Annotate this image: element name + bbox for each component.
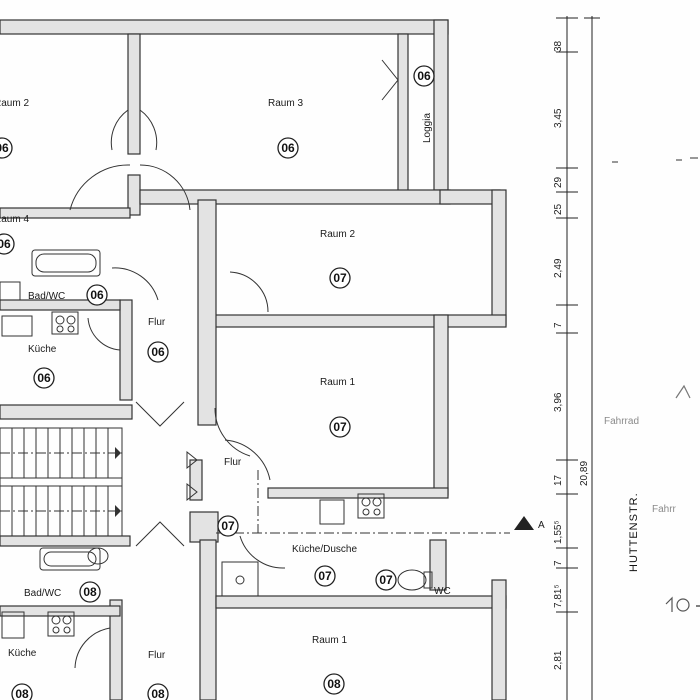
room-number-kueche-top: 06 [37, 371, 51, 385]
dimension-label: 17 [553, 474, 564, 486]
room-number-flur-top: 06 [151, 345, 165, 359]
section-marker-icon [514, 516, 534, 530]
staircase [0, 427, 198, 537]
street-label: HUTTENSTR. [628, 492, 640, 572]
dimension-total: 20,89 [579, 461, 590, 486]
section-line: A [216, 470, 545, 534]
room-labels: Raum 2 06 Raum 3 06 06 Loggia Raum 4 06 … [0, 65, 451, 700]
room-number-kueche-dusche: 07 [318, 569, 332, 583]
room-number-raum1-bottom: 08 [327, 677, 341, 691]
room-label-kueche-top: Küche [28, 344, 57, 355]
room-label-raum4: Raum 4 [0, 214, 29, 225]
room-label-kueche-bottom: Küche [8, 648, 37, 659]
room-label-loggia: Loggia [422, 113, 433, 143]
room-number-badwc-bottom: 08 [83, 585, 97, 599]
dimension-label: 7 [553, 322, 564, 328]
dimension-label: 25 [553, 203, 564, 215]
room-number-raum3: 06 [281, 141, 295, 155]
dimension-label: 3,96 [553, 392, 564, 412]
room-label-raum2-top: Raum 2 [0, 98, 29, 109]
room-number-flur-mid: 07 [221, 519, 235, 533]
dimension-label: 38 [553, 40, 564, 52]
dimension-label: 7 [553, 560, 564, 566]
dimension-label: 2,49 [553, 258, 564, 278]
room-number-raum2-top: 06 [0, 141, 9, 155]
faint-label: Fahrr [652, 504, 677, 515]
room-label-raum1-mid: Raum 1 [320, 377, 355, 388]
section-marker-label: A [538, 520, 545, 531]
room-number-kueche-bottom: 08 [15, 687, 29, 700]
dimension-label: 7,81⁵ [553, 584, 564, 608]
door-swings [69, 59, 399, 669]
walls [0, 19, 507, 700]
room-label-badwc-top: Bad/WC [28, 291, 65, 302]
room-number-raum2-mid: 07 [333, 271, 347, 285]
dimension-label: 3,45 [553, 108, 564, 128]
room-label-raum3: Raum 3 [268, 98, 303, 109]
room-label-raum2-mid: Raum 2 [320, 229, 355, 240]
room-number-raum1-mid: 07 [333, 420, 347, 434]
room-number-raum4: 06 [0, 237, 11, 251]
dimension-label: 2,81 [553, 650, 564, 670]
room-number-flur-bottom: 08 [151, 687, 165, 700]
room-label-flur-bottom: Flur [148, 650, 166, 661]
room-label-badwc-bottom: Bad/WC [24, 588, 61, 599]
fixtures [0, 249, 433, 639]
room-label-wc: WC [434, 586, 451, 597]
faint-label: Fahrrad [604, 416, 639, 427]
room-number-wc: 07 [379, 573, 393, 587]
dimension-label: 29 [553, 176, 564, 188]
room-label-raum1-bottom: Raum 1 [312, 635, 347, 646]
room-label-flur-top: Flur [148, 317, 166, 328]
street-area: HUTTENSTR. Fahrrad Fahrr [604, 157, 700, 612]
room-number-badwc-top: 06 [90, 288, 104, 302]
dimension-chain: 38 3,45 29 25 2,49 7 3,96 17 1,55⁵ 7 7,8… [553, 16, 600, 700]
room-label-kueche-dusche: Küche/Dusche [292, 544, 357, 555]
dimension-label: 1,55⁵ [553, 520, 564, 544]
room-number-loggia: 06 [417, 69, 431, 83]
room-label-flur-mid: Flur [224, 457, 242, 468]
